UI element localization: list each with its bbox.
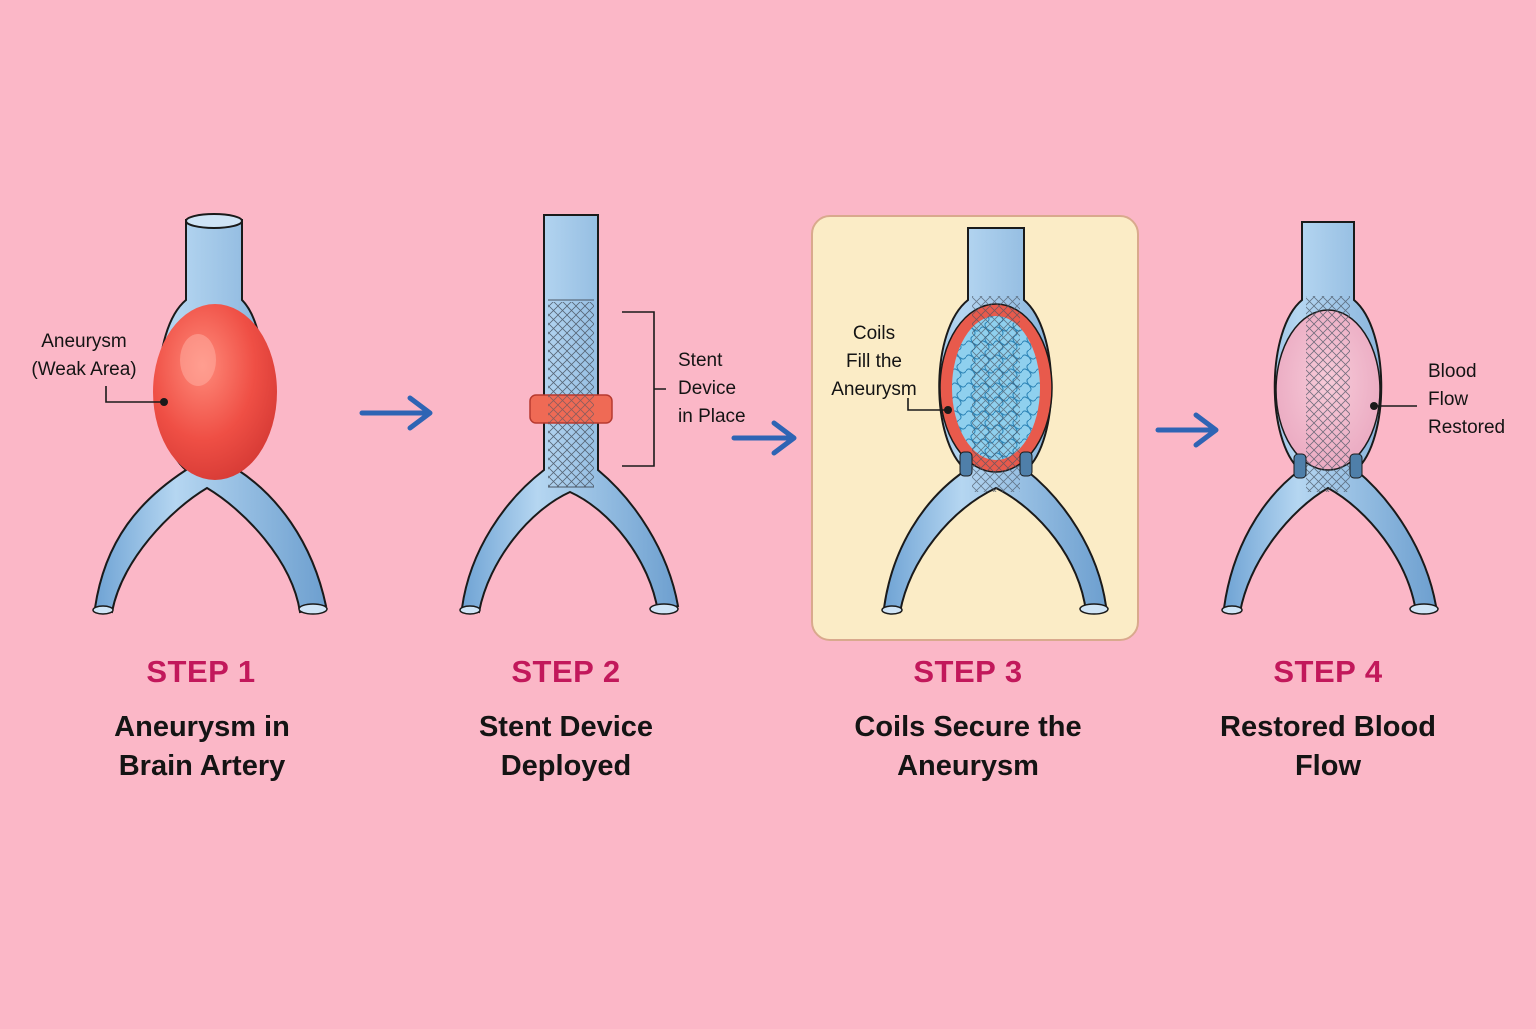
step-3-label: STEP 3 <box>913 654 1023 689</box>
callout-dot <box>944 406 952 414</box>
step-4-callout: Blood Flow Restored <box>1428 358 1505 442</box>
vessel-opening <box>1409 603 1439 615</box>
callout-line: Restored <box>1428 417 1506 438</box>
title-line: Coils Secure the <box>854 711 1082 743</box>
step-1-callout: Aneurysm (Weak Area) <box>26 328 142 384</box>
step-4-label: STEP 4 <box>1273 654 1383 689</box>
step-3-title: Coils Secure the Aneurysm <box>808 708 1128 786</box>
callout-line: Stent <box>678 350 723 371</box>
step-1-label: STEP 1 <box>146 654 256 689</box>
callout-leader <box>907 398 947 411</box>
title-line: Flow <box>1294 750 1362 782</box>
callout-leader <box>105 386 163 403</box>
step-4-illustration <box>1221 221 1439 615</box>
stent-anchor-band <box>1019 451 1033 477</box>
callout-line: Coils <box>852 323 896 344</box>
step-2-title: Stent Device Deployed <box>406 708 726 786</box>
stent-mesh <box>1306 296 1350 492</box>
step-1-illustration <box>92 213 328 615</box>
callout-line: Device <box>678 378 737 399</box>
stent-anchor-band <box>1349 453 1363 479</box>
title-line: Aneurysm <box>897 750 1039 782</box>
aneurysm-bulge <box>153 304 277 480</box>
callout-dot <box>160 398 168 406</box>
vessel-opening <box>298 603 328 615</box>
step-2-label: STEP 2 <box>511 654 621 689</box>
title-line: Aneurysm in <box>114 711 290 743</box>
vessel-opening <box>1221 605 1243 615</box>
vessel-opening <box>881 605 903 615</box>
vessel-opening <box>459 605 481 615</box>
step-2-callout: Stent Device in Place <box>678 347 746 431</box>
callout-line: in Place <box>678 406 746 427</box>
callout-dot <box>1370 402 1378 410</box>
right-arrow-icon <box>731 420 797 456</box>
vessel-opening <box>185 213 243 229</box>
title-line: Brain Artery <box>118 750 286 782</box>
step-3-callout: Coils Fill the Aneurysm <box>826 320 922 404</box>
callout-line: Blood <box>1428 361 1477 382</box>
vessel-opening <box>1079 603 1109 615</box>
step-2-illustration <box>459 214 680 615</box>
step-4-title: Restored Blood Flow <box>1168 708 1488 786</box>
stent-mesh <box>548 395 594 423</box>
stent-anchor-band <box>959 451 973 477</box>
callout-line: Fill the <box>846 351 902 372</box>
title-line: Restored Blood <box>1220 711 1436 743</box>
vessel-opening <box>92 605 114 615</box>
callout-line: (Weak Area) <box>31 359 137 380</box>
title-line: Stent Device <box>478 711 654 743</box>
title-line: Deployed <box>500 750 632 782</box>
callout-line: Flow <box>1428 389 1469 410</box>
stent-anchor-band <box>1293 453 1307 479</box>
stent-mesh <box>972 296 1020 492</box>
stent-mesh <box>548 299 594 488</box>
vessel-opening <box>649 603 679 615</box>
callout-line: Aneurysm <box>41 331 127 352</box>
step-1-title: Aneurysm in Brain Artery <box>42 708 362 786</box>
callout-line: Aneurysm <box>831 379 917 400</box>
right-arrow-icon <box>1155 412 1219 448</box>
step-3-illustration <box>881 227 1109 615</box>
callout-bracket <box>622 311 666 467</box>
right-arrow-icon <box>359 395 433 431</box>
aneurysm-highlight <box>180 334 216 386</box>
